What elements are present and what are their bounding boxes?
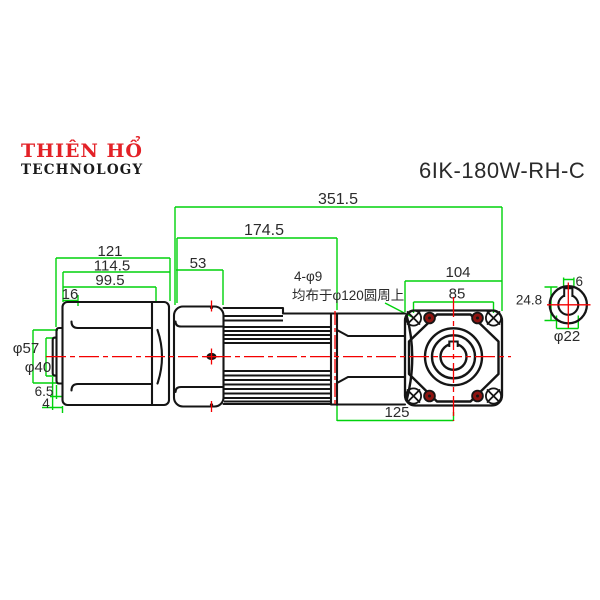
rear-boss [51,326,64,385]
dim-total-length: 351.5 [318,191,358,208]
dim-face-width: 104 [445,264,470,281]
dim-holes: 4-φ9 [294,269,322,284]
assembly-screws [423,311,484,403]
dim-rear-cap: 16 [62,286,79,303]
dim-boss-step: 6.5 [35,384,54,399]
logo-subtitle: TECHNOLOGY [21,162,144,178]
dim-boss-tip: 4 [42,396,50,411]
dim-rear-mid: 114.5 [94,258,130,275]
dim-holes-note: 均布于φ120圆周上 [292,288,404,303]
dim-fan-length: 53 [190,255,207,272]
dim-rear-overall: 121 [97,243,122,260]
dim-motor-length: 174.5 [244,222,284,239]
centerlines [46,282,591,421]
dim-boss-small: φ40 [25,359,51,376]
dim-bore: φ22 [554,328,580,345]
dim-hole-spacing: 85 [449,286,466,303]
dim-rear-body: 99.5 [95,272,124,289]
dim-boss-large: φ57 [13,340,39,357]
rear-housing [61,300,171,407]
logo-name: THIÊN HỔ [21,140,143,162]
model-number: 6IK-180W-RH-C [419,158,586,183]
company-logo: THIÊN HỔ TECHNOLOGY [21,142,143,178]
dimension-labels: 351.5 174.5 53 121 114.5 99.5 16 φ57 φ40… [13,191,583,421]
dim-axis-offset: 125 [384,404,409,421]
dim-key-width: 6 [576,274,584,289]
motor-fins [222,306,333,406]
mounting-hole-marks [404,309,502,405]
dim-section-height: 24.8 [516,293,542,308]
gearbox-adapter [329,312,407,407]
